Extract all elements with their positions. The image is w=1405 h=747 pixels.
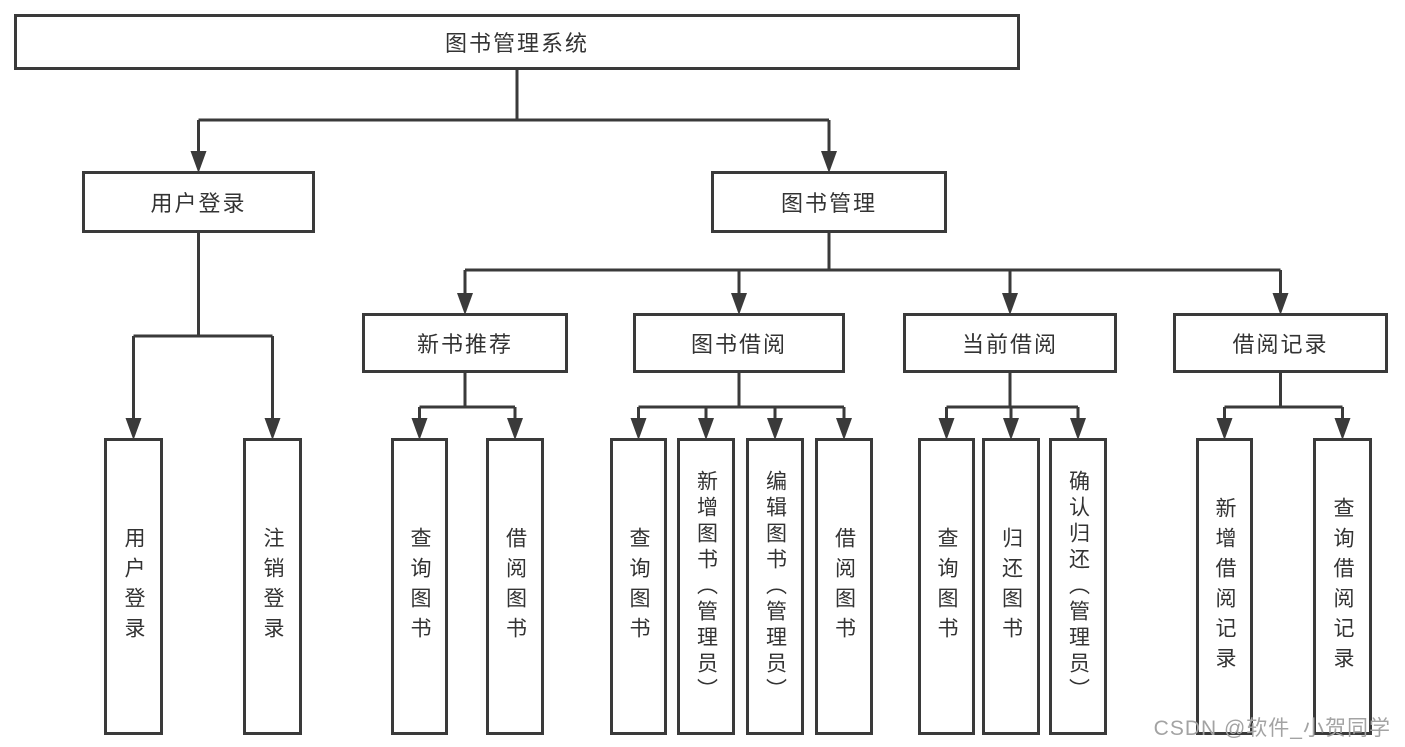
node-label: 图书管理系统: [444, 31, 589, 56]
node-user-login: 用户登录: [104, 438, 163, 735]
edge-line: [418, 373, 517, 422]
arrowhead-icon: [1003, 418, 1019, 440]
arrowhead-icon: [411, 418, 428, 440]
node-label: 当前借阅: [961, 332, 1058, 357]
node-label: 确认归还（管理员）: [1066, 469, 1090, 704]
edge-book-management: [457, 233, 1289, 315]
edge-current-borrowing: [938, 373, 1086, 440]
node-label: 查询图书: [627, 526, 650, 647]
edge-user-login-group: [125, 233, 281, 440]
node-label: 编辑图书（管理员）: [763, 469, 787, 704]
node-label: 用户登录: [122, 526, 145, 647]
arrowhead-icon: [190, 151, 207, 173]
watermark: CSDN @软件_小贺同学: [1153, 717, 1391, 740]
arrowhead-icon: [836, 418, 852, 440]
edge-line: [197, 70, 831, 155]
node-label: 新书推荐: [416, 332, 513, 357]
node-label: 归还图书: [999, 526, 1023, 647]
node-add-books-admin: 新增图书（管理员）: [677, 438, 735, 735]
node-add-borrow-record: 新增借阅记录: [1196, 438, 1253, 735]
arrowhead-icon: [821, 151, 837, 173]
node-user-login-group: 用户登录: [82, 171, 315, 233]
node-label: 图书管理: [780, 191, 877, 216]
node-edit-books-admin: 编辑图书（管理员）: [746, 438, 804, 735]
edge-library-system: [190, 70, 837, 173]
node-label: 借阅图书: [503, 526, 527, 647]
node-label: 新增借阅记录: [1213, 496, 1236, 677]
arrowhead-icon: [698, 418, 714, 440]
node-label: 用户登录: [150, 191, 247, 216]
arrowhead-icon: [125, 418, 142, 440]
node-query-books-borrowing: 查询图书: [610, 438, 667, 735]
node-return-books: 归还图书: [982, 438, 1040, 735]
edge-line: [1223, 373, 1344, 422]
node-label: 查询借阅记录: [1331, 496, 1354, 677]
node-label: 查询图书: [935, 526, 958, 647]
arrowhead-icon: [1216, 418, 1233, 440]
node-query-borrow-record: 查询借阅记录: [1313, 438, 1372, 735]
arrowhead-icon: [507, 418, 523, 440]
edge-borrowing-records: [1216, 373, 1351, 440]
arrowhead-icon: [457, 293, 473, 315]
node-library-system: 图书管理系统: [14, 14, 1020, 70]
node-confirm-return-admin: 确认归还（管理员）: [1049, 438, 1107, 735]
arrowhead-icon: [767, 418, 783, 440]
arrowhead-icon: [938, 418, 955, 440]
arrowhead-icon: [1070, 418, 1086, 440]
arrowhead-icon: [630, 418, 647, 440]
edge-line: [132, 233, 274, 422]
arrowhead-icon: [731, 293, 747, 315]
node-label: 借阅图书: [832, 526, 856, 647]
node-current-borrowing: 当前借阅: [903, 313, 1117, 373]
node-new-book-recommend: 新书推荐: [362, 313, 568, 373]
node-borrowing-records: 借阅记录: [1173, 313, 1388, 373]
node-label: 注销登录: [261, 526, 284, 647]
node-label: 新增图书（管理员）: [694, 469, 718, 704]
node-book-borrowing: 图书借阅: [633, 313, 845, 373]
arrowhead-icon: [1002, 293, 1018, 315]
arrowhead-icon: [264, 418, 281, 440]
node-query-books-recommend: 查询图书: [391, 438, 448, 735]
node-borrow-books-recommend: 借阅图书: [486, 438, 544, 735]
node-label: 查询图书: [408, 526, 431, 647]
edge-line: [463, 233, 1282, 297]
edge-new-book-recommend: [411, 373, 523, 440]
edge-line: [945, 373, 1080, 422]
arrowhead-icon: [1334, 418, 1351, 440]
arrowhead-icon: [1272, 293, 1289, 315]
node-logout-login: 注销登录: [243, 438, 302, 735]
node-label: 借阅记录: [1232, 332, 1329, 357]
node-book-management: 图书管理: [711, 171, 947, 233]
node-query-books-current: 查询图书: [918, 438, 975, 735]
edge-line: [637, 373, 846, 422]
node-label: 图书借阅: [690, 332, 787, 357]
edge-book-borrowing: [630, 373, 852, 440]
node-borrow-books-borrowing: 借阅图书: [815, 438, 873, 735]
